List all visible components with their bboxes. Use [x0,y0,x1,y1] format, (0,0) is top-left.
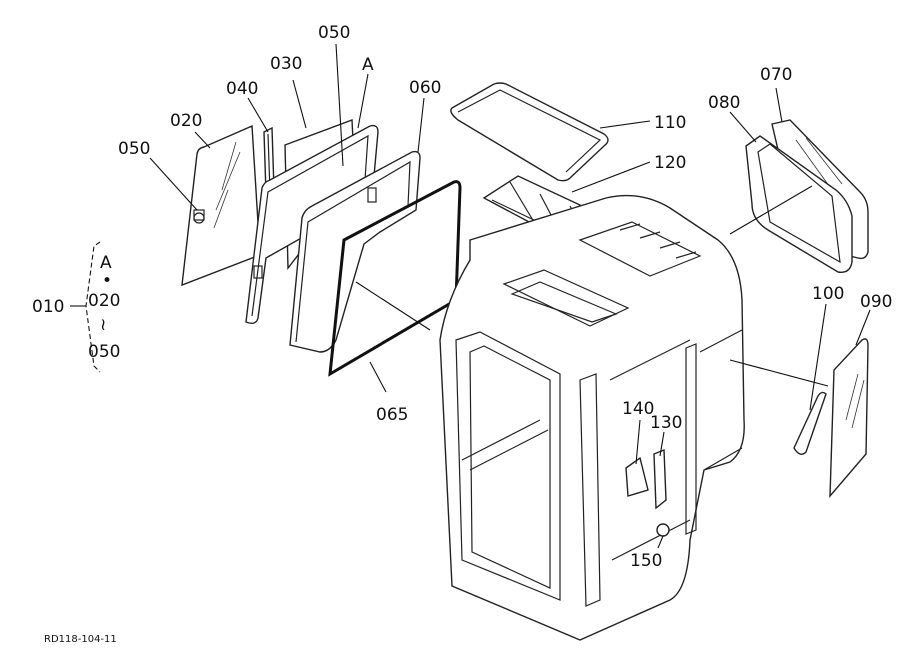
part-065-seal [328,180,462,377]
part-080-seal [745,135,853,273]
callout-100: 100 [812,284,844,304]
part-150-bolt [656,523,670,537]
group-010-number: 010 [32,297,64,317]
callout-A: A [362,55,374,75]
group-item-020: 020 [88,291,120,311]
callout-060: 060 [409,78,441,98]
callout-065: 065 [376,405,408,425]
callout-140: 140 [622,399,654,419]
callout-090: 090 [860,292,892,312]
callout-030: 030 [270,54,302,74]
part-100-strip [793,391,827,455]
part-130-latch [653,448,667,510]
cab-body [439,194,745,641]
callout-020: 020 [170,111,202,131]
part-110-roof-panel [450,82,609,182]
callout-050-top: 050 [318,23,350,43]
callout-080: 080 [708,93,740,113]
leader-lines [70,43,871,549]
callout-110: 110 [654,113,686,133]
callout-040: 040 [226,79,258,99]
callout-150: 150 [630,551,662,571]
part-090-glass [829,338,869,498]
part-020-glass [181,124,261,287]
group-item-tilde: ≀ [100,315,106,335]
callout-050-left: 050 [118,139,150,159]
callout-120: 120 [654,153,686,173]
callout-130: 130 [650,413,682,433]
part-060-frame [289,150,421,353]
callout-070: 070 [760,65,792,85]
group-item-dot: • [102,271,112,291]
group-item-050: 050 [88,342,120,362]
part-140-bracket [625,456,649,497]
drawing-code: RD118-104-11 [44,634,117,645]
group-item-A: A [100,253,112,273]
